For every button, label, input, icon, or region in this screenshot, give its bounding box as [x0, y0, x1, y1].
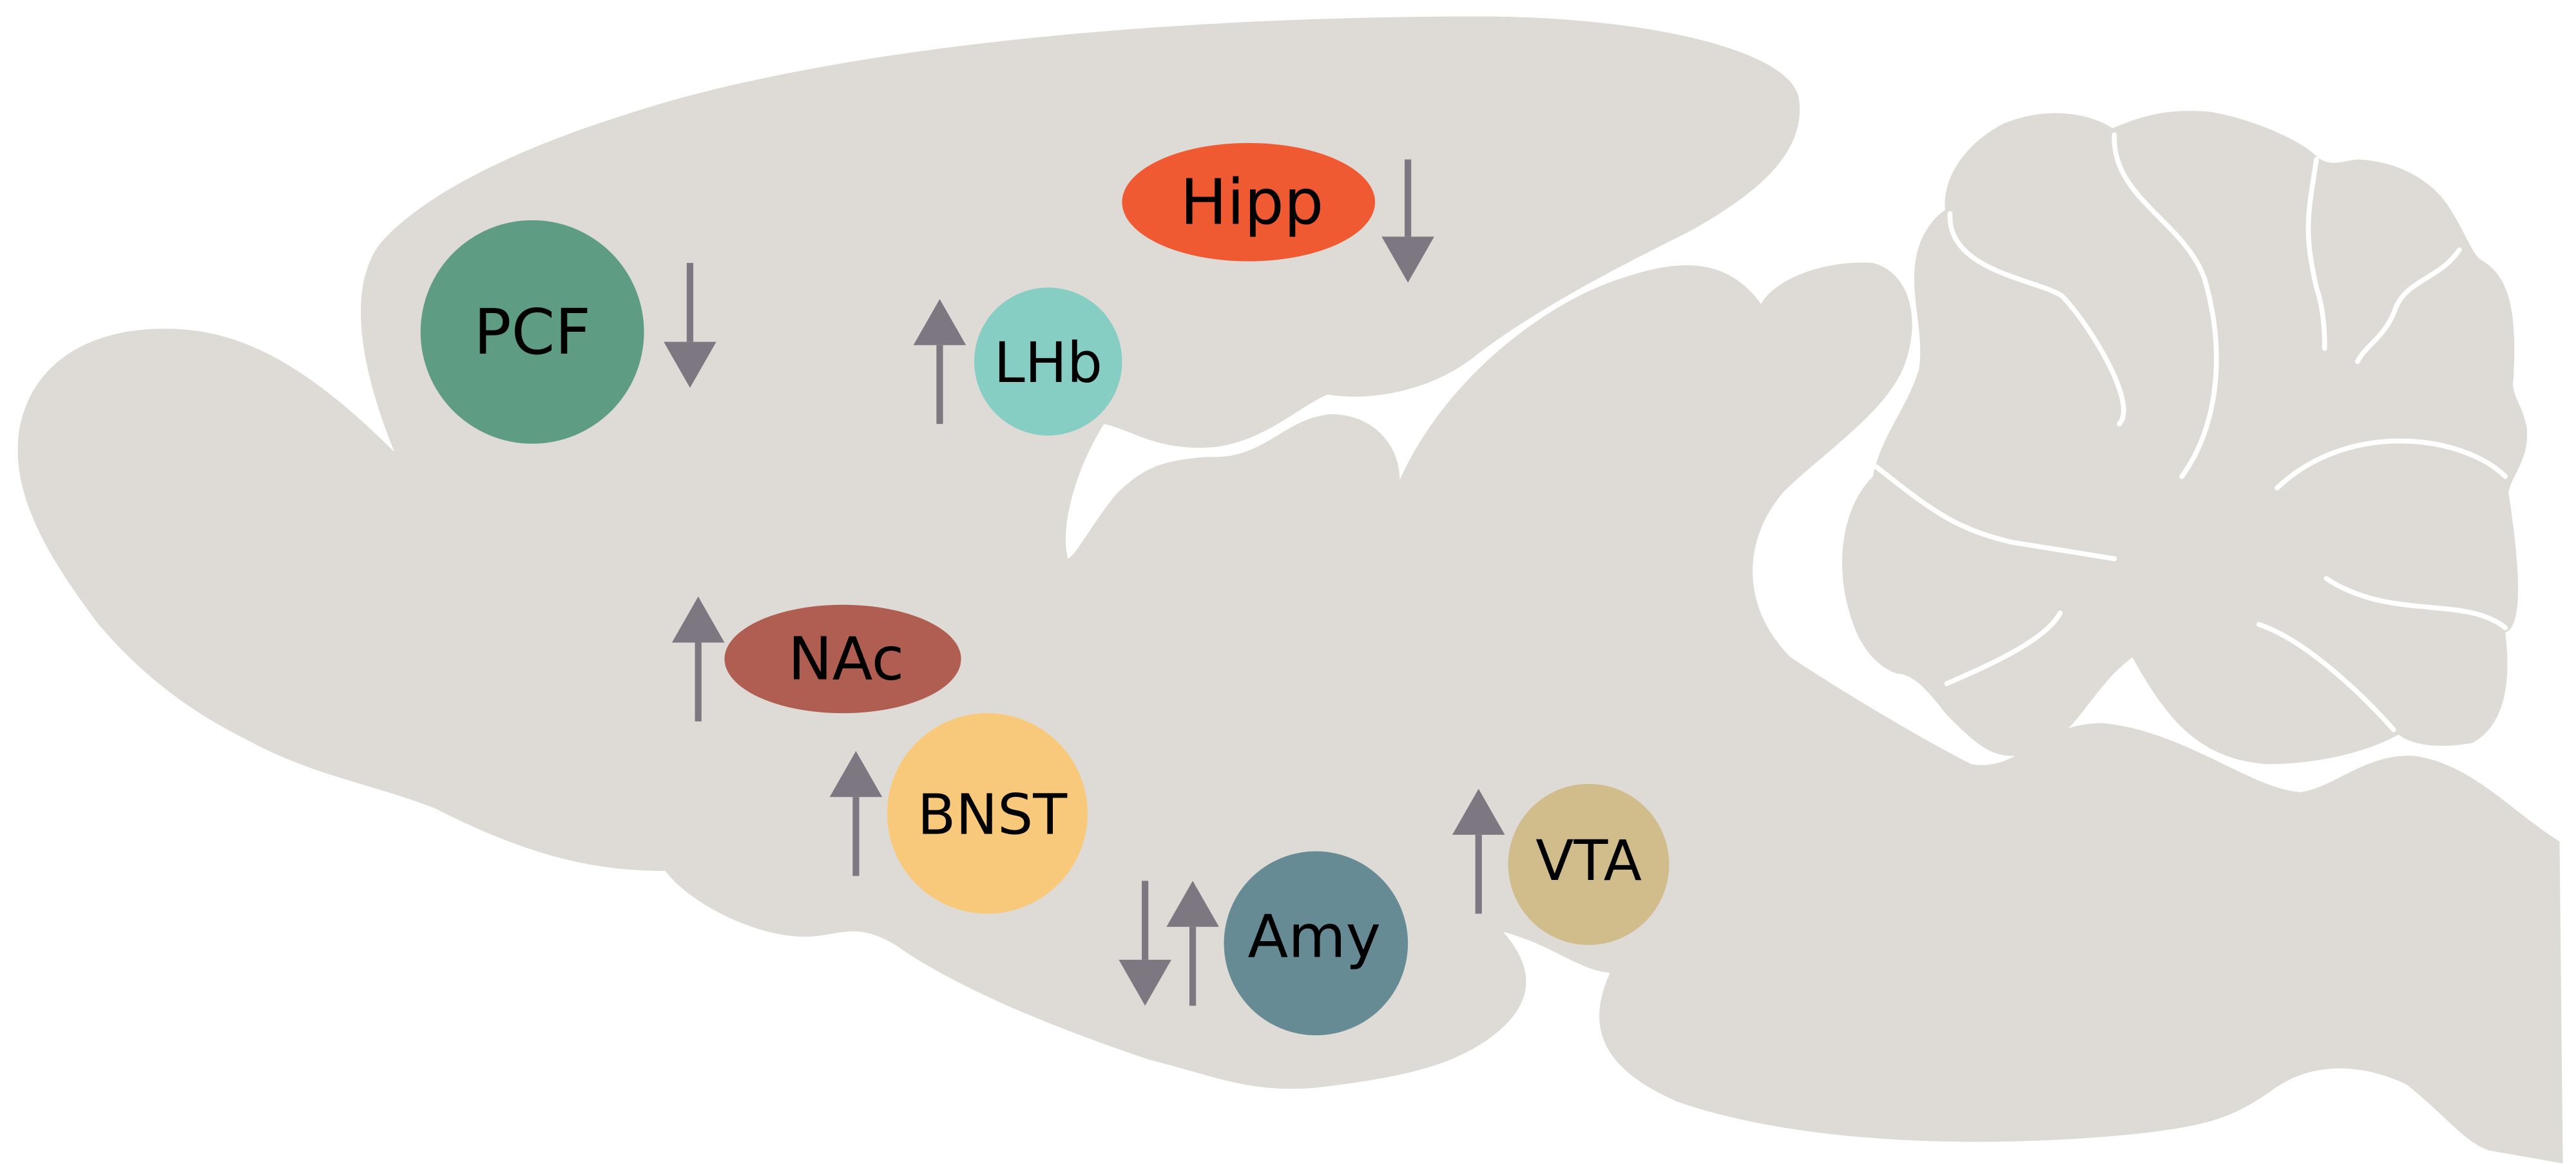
- region-amy-shape: [1224, 851, 1408, 1036]
- region-nac-shape: [724, 604, 961, 714]
- arrow-down-icon: [1381, 236, 1434, 283]
- arrow-up-icon: [829, 750, 883, 798]
- arrow-pcf: [664, 263, 716, 388]
- arrow-down-icon: [664, 341, 716, 388]
- arrow-up-icon: [671, 597, 725, 643]
- arrow-up-icon: [1452, 788, 1505, 835]
- region-pcf-label: PCF: [474, 296, 591, 368]
- region-pcf: PCF: [420, 220, 644, 444]
- region-bnst-shape: [887, 713, 1088, 914]
- arrow-down-icon: [1119, 959, 1171, 1006]
- arrow-amy-down: [1119, 881, 1171, 1006]
- region-hipp-label: Hipp: [1180, 166, 1324, 238]
- forebrain-shape: [17, 16, 2563, 1164]
- region-bnst: BNST: [887, 713, 1088, 914]
- region-lhb-label: LHb: [994, 331, 1102, 396]
- region-vta-shape: [1508, 783, 1669, 945]
- arrow-lhb: [913, 299, 966, 425]
- region-amy: Amy: [1224, 851, 1408, 1036]
- region-nac: NAc: [724, 604, 961, 714]
- region-amy-label: Amy: [1248, 903, 1381, 971]
- region-nac-label: NAc: [788, 624, 904, 693]
- arrow-up-icon: [1166, 881, 1219, 927]
- region-pcf-shape: [420, 220, 644, 444]
- region-vta: VTA: [1508, 783, 1669, 945]
- region-lhb: LHb: [974, 287, 1122, 436]
- region-bnst-label: BNST: [918, 783, 1068, 847]
- region-vta-label: VTA: [1535, 829, 1642, 893]
- arrow-nac: [671, 597, 725, 721]
- arrow-up-icon: [913, 299, 966, 345]
- arrow-amy-up: [1166, 881, 1219, 1006]
- cerebellum-shape: [1842, 111, 2528, 765]
- cerebellum-folia: [1873, 132, 2508, 732]
- region-hipp: Hipp: [1122, 142, 1376, 262]
- arrow-hipp: [1381, 159, 1434, 283]
- arrow-vta: [1452, 788, 1505, 914]
- arrow-bnst: [829, 750, 883, 876]
- region-lhb-shape: [974, 287, 1122, 436]
- region-hipp-shape: [1122, 142, 1376, 262]
